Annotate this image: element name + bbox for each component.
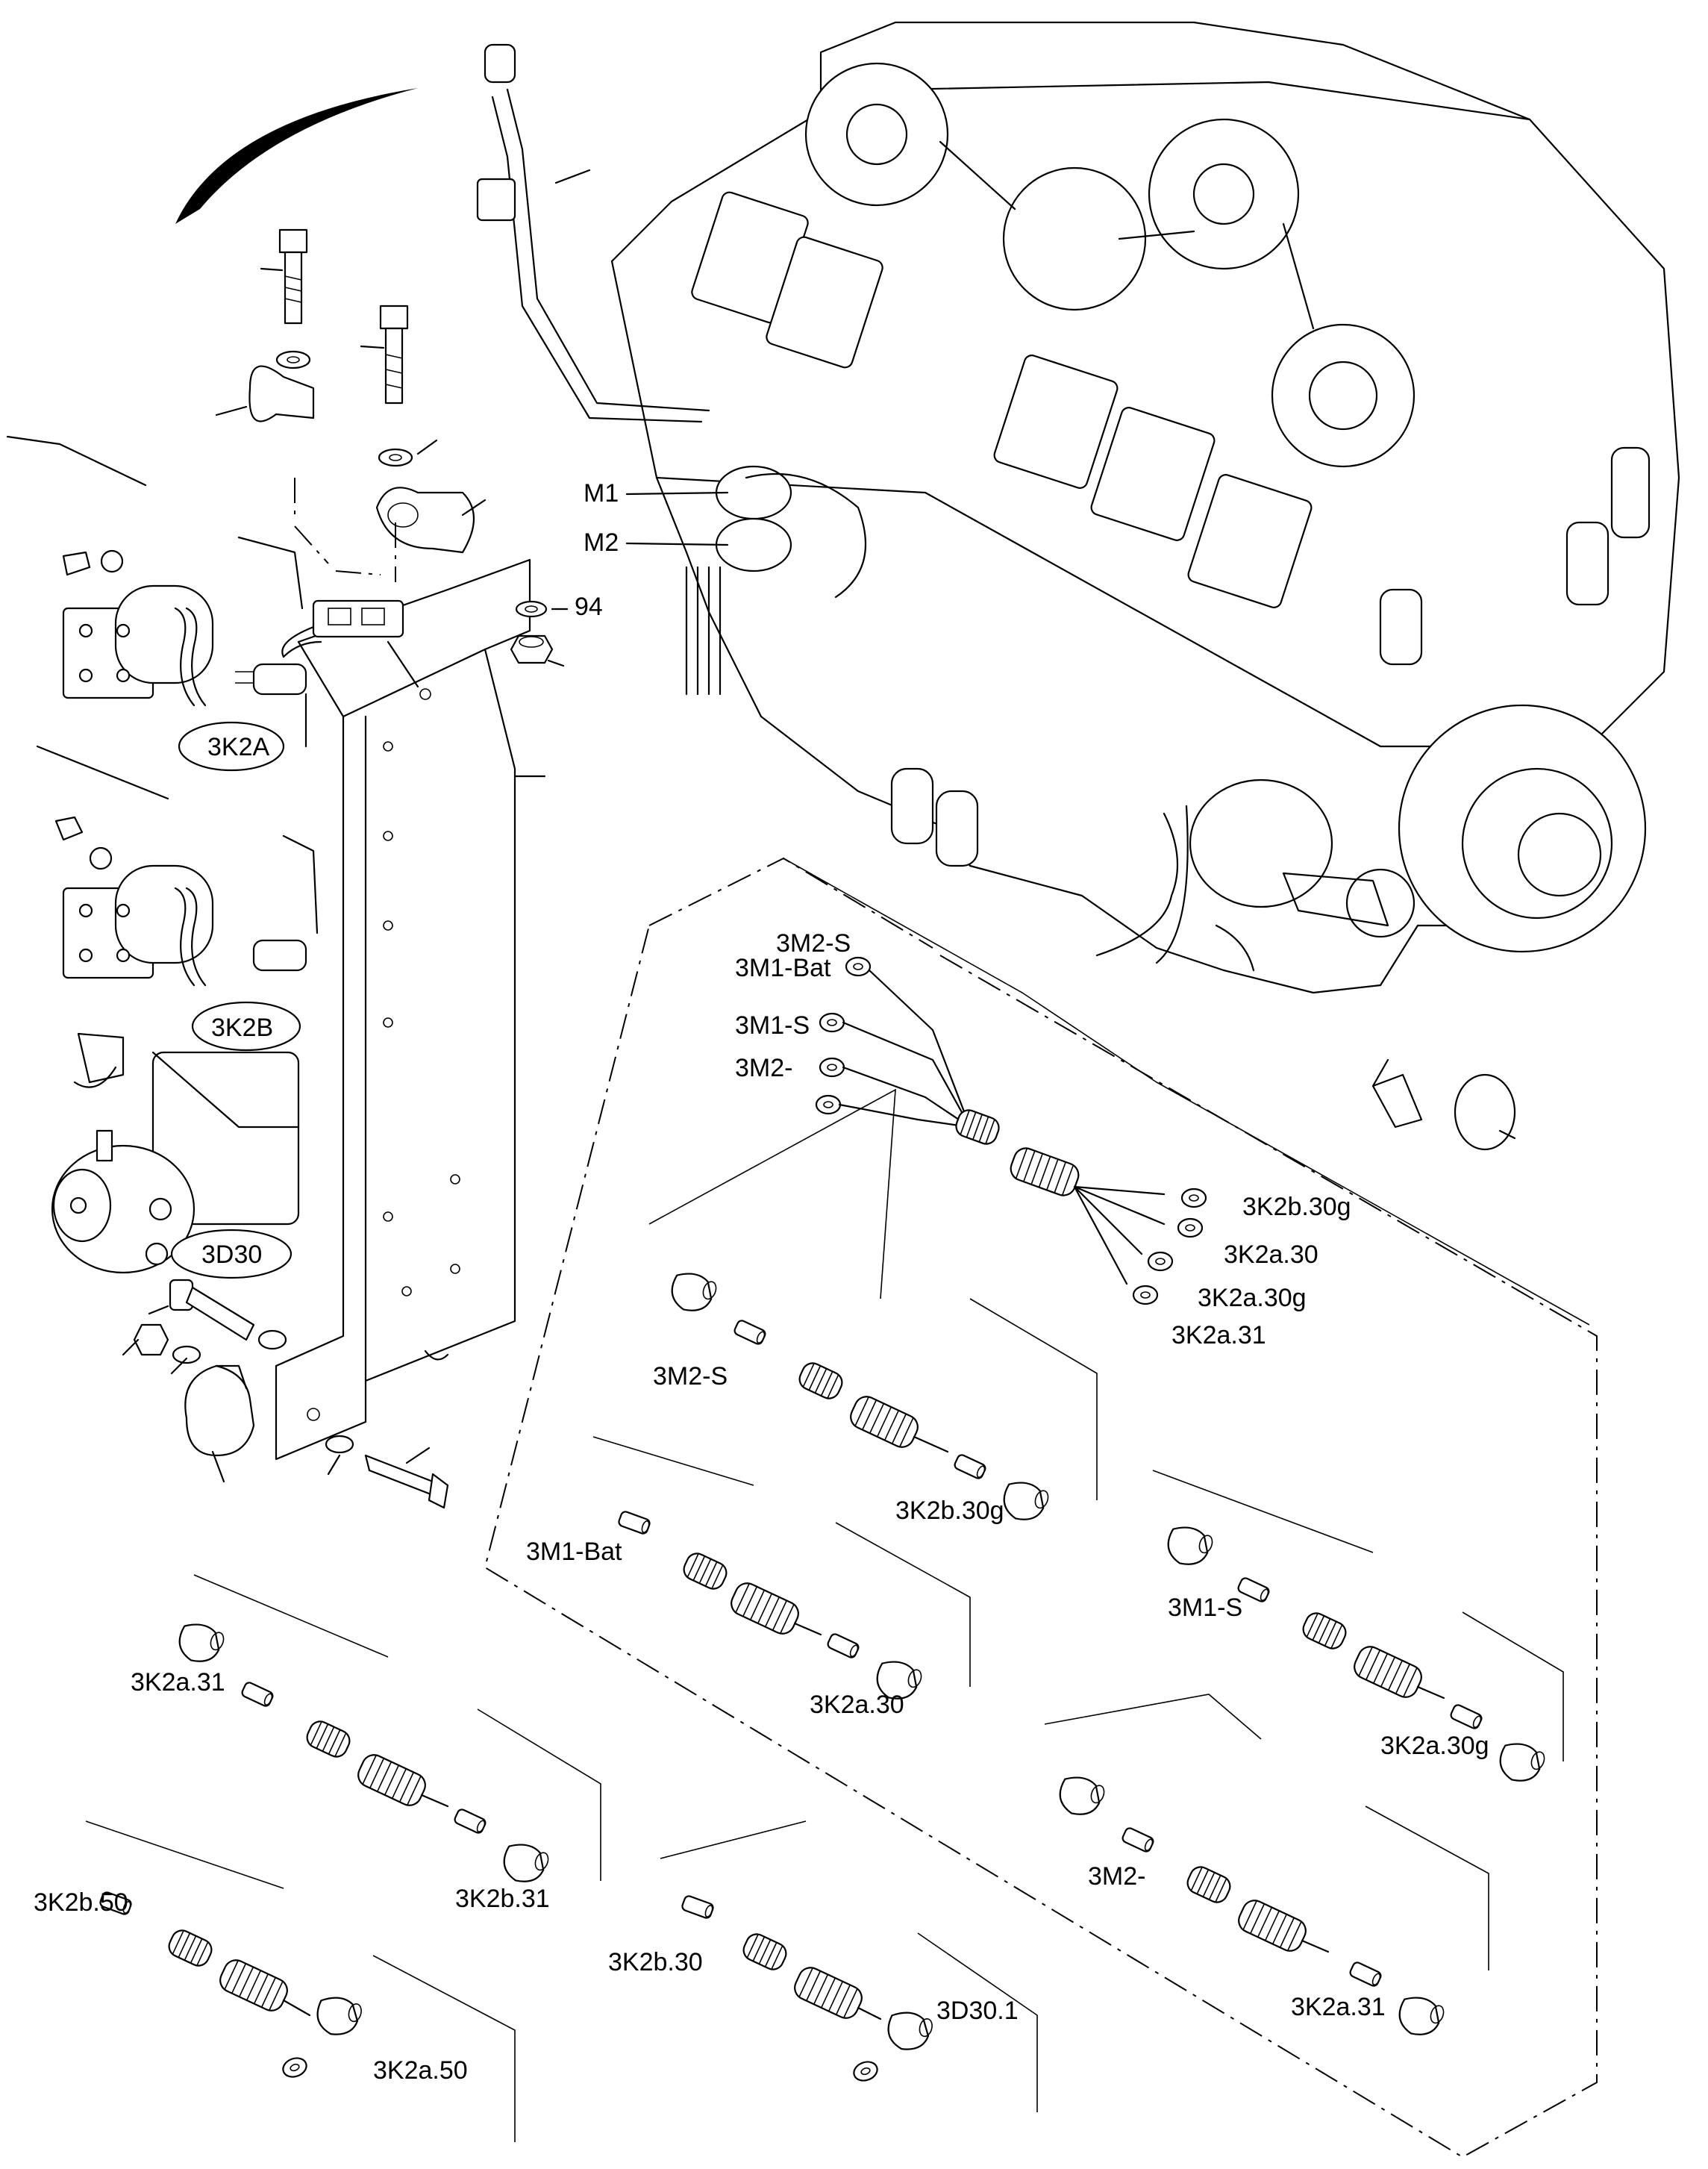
cable-2-start: 3M1-Bat <box>526 1538 622 1566</box>
harness-label-left-3: 3M1-S <box>735 1011 810 1040</box>
bolt-left <box>215 228 315 422</box>
harness-label-right-2: 3K2a.30 <box>1224 1240 1318 1269</box>
engine-label-m1: M1 <box>584 479 619 508</box>
cable-3m2s-3k2b30g <box>648 1088 1098 1528</box>
cable-3m2-3k2a31 <box>1044 1694 1489 2043</box>
main-harness <box>815 956 1207 1305</box>
cable-4-end: 3K2a.31 <box>1291 1993 1386 2021</box>
cable-3k2b30-3d301 <box>660 1820 1038 2112</box>
cable-6-end: 3K2a.50 <box>373 2056 468 2085</box>
solenoid-3d30 <box>51 1032 300 1279</box>
cable-3-start: 3M1-S <box>1168 1594 1242 1622</box>
cable-3-end: 3K2a.30g <box>1380 1732 1489 1760</box>
relay-3k2b <box>36 745 319 1052</box>
cable-1-end: 3K2b.30g <box>895 1497 1004 1525</box>
cable-3m1bat-3k2a30 <box>592 1436 971 1707</box>
cable-7-end: 3D30.1 <box>936 1997 1019 2025</box>
loose-clip <box>1454 1073 1516 1151</box>
engine-label-m2: M2 <box>584 528 619 557</box>
loose-sleeve <box>1371 1058 1423 1129</box>
relay-label-3k2a: 3K2A <box>207 733 269 761</box>
bolt-right <box>360 305 487 554</box>
relay-label-3k2b: 3K2B <box>211 1014 273 1042</box>
harness-label-left-2: 3M1-Bat <box>735 954 831 982</box>
cable-6-start: 3K2b.50 <box>34 1888 128 1917</box>
harness-label-left-1: 3M2-S <box>776 929 851 958</box>
cable-2-end: 3K2a.30 <box>810 1691 904 1719</box>
harness-label-left-4: 3M2- <box>735 1054 792 1082</box>
cable-3k2a31-3k2b31 <box>172 1574 601 1890</box>
solenoid-label-3d30: 3D30 <box>201 1240 262 1269</box>
harness-label-right-3: 3K2a.30g <box>1198 1284 1307 1312</box>
cable-1-start: 3M2-S <box>653 1362 728 1391</box>
harness-label-right-4: 3K2a.31 <box>1171 1321 1266 1349</box>
item-callout-94: 94 <box>575 593 603 621</box>
cable-5-end: 3K2b.31 <box>455 1885 550 1913</box>
cable-4-start: 3M2- <box>1088 1862 1145 1891</box>
relay-3k2a <box>6 435 307 772</box>
washer-nut-94 <box>510 600 569 667</box>
cable-3m1s-3k2a30g <box>1152 1470 1564 1789</box>
cable-7-start: 3K2b.30 <box>608 1948 703 1976</box>
engine <box>476 21 1680 994</box>
cable-5-start: 3K2a.31 <box>131 1668 225 1697</box>
lower-hardware <box>122 1279 449 1509</box>
harness-label-right-1: 3K2b.30g <box>1242 1193 1351 1221</box>
cable-3k2b50-3k2a50 <box>85 1820 516 2142</box>
mounting-plate <box>275 558 546 1461</box>
